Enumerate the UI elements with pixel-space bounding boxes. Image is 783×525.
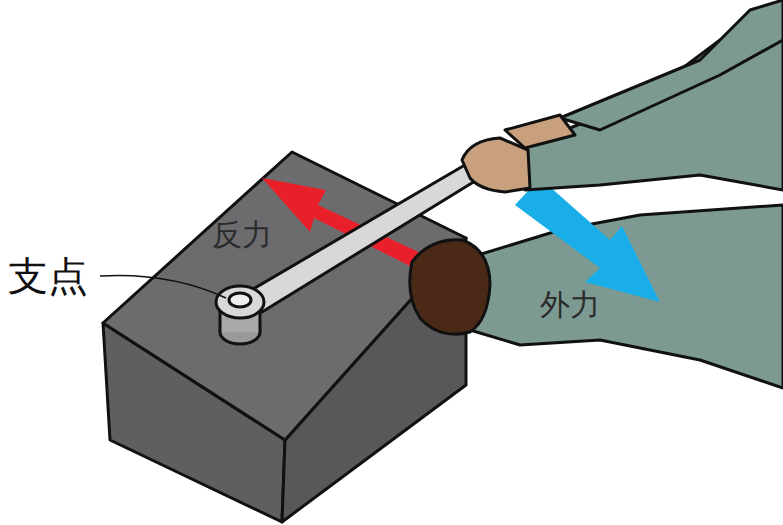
arm-sleeve-back — [560, 0, 783, 130]
external-force-arrow — [515, 178, 660, 302]
wrench-ring — [216, 286, 264, 318]
fulcrum-label: 支点 — [8, 256, 88, 296]
shoe — [410, 240, 490, 334]
hand — [462, 138, 530, 192]
hand-back — [505, 115, 575, 148]
external-force-label: 外力 — [540, 290, 600, 320]
reaction-force-label: 反力 — [212, 220, 272, 250]
wrench-handle — [248, 162, 480, 312]
wrench-ring-hole — [229, 293, 251, 307]
leader-line — [100, 275, 226, 298]
